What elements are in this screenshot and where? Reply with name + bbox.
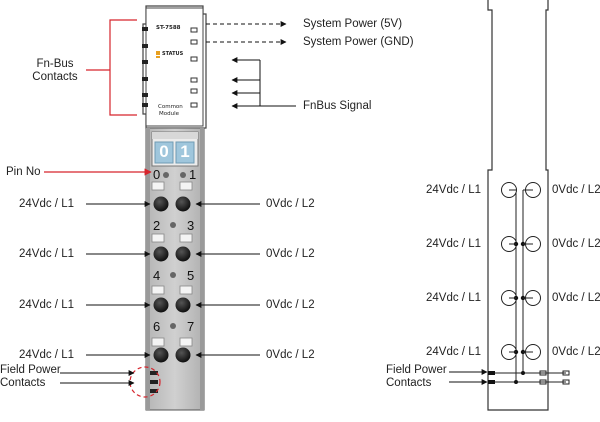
led-0: 0 bbox=[159, 142, 169, 161]
schematic-right-label: 0Vdc / L2 bbox=[552, 292, 600, 304]
common-module-label-2: Module bbox=[159, 111, 179, 117]
schematic-right-label: 0Vdc / L2 bbox=[552, 238, 600, 250]
schematic-field-power-arrows bbox=[449, 369, 488, 385]
system-power-5v-label: System Power (5V) bbox=[303, 18, 403, 30]
right-power-label: 0Vdc / L2 bbox=[266, 349, 315, 361]
right-power-label: 0Vdc / L2 bbox=[266, 198, 315, 210]
right-power-label: 0Vdc / L2 bbox=[266, 248, 315, 260]
system-power-gnd-label: System Power (GND) bbox=[303, 36, 414, 48]
left-power-label: 24Vdc / L1 bbox=[19, 198, 74, 210]
field-power-contacts-label: Field Power Contacts bbox=[0, 364, 61, 389]
fnbus-contacts-label: Fn-Bus Contacts bbox=[32, 58, 78, 83]
right-power-label: 0Vdc / L2 bbox=[266, 299, 315, 311]
pin-number: 5 bbox=[187, 268, 195, 283]
pin-number: 0 bbox=[153, 167, 161, 182]
module-model-label: ST-7588 bbox=[156, 25, 181, 31]
schematic-right-label: 0Vdc / L2 bbox=[552, 346, 600, 358]
terminal-group-1 bbox=[151, 172, 193, 212]
terminal-group-3 bbox=[151, 272, 193, 313]
schematic-left-label: 24Vdc / L1 bbox=[426, 346, 481, 358]
io-module bbox=[142, 5, 207, 411]
schematic-right-label: 0Vdc / L2 bbox=[552, 184, 600, 196]
fnbus-signal-arrows bbox=[231, 57, 296, 109]
field-power-arrows bbox=[60, 370, 135, 386]
pin-number: 7 bbox=[187, 319, 195, 334]
pin-no-label: Pin No bbox=[6, 166, 41, 178]
schematic-wiring bbox=[488, 182, 570, 385]
led-1: 1 bbox=[180, 142, 190, 161]
pin-number: 6 bbox=[153, 319, 161, 334]
schematic-outline bbox=[487, 0, 549, 411]
schematic-left-label: 24Vdc / L1 bbox=[426, 238, 481, 250]
left-power-label: 24Vdc / L1 bbox=[19, 349, 74, 361]
left-power-arrows bbox=[86, 201, 151, 358]
pin-number: 1 bbox=[189, 167, 197, 182]
pin-number: 4 bbox=[153, 268, 161, 283]
terminal-group-2 bbox=[151, 222, 193, 262]
pin-number: 2 bbox=[153, 218, 161, 233]
right-power-arrows bbox=[195, 201, 260, 358]
schematic-left-label: 24Vdc / L1 bbox=[426, 184, 481, 196]
fnbus-contacts-callout bbox=[86, 19, 137, 116]
fnbus-signal-label: FnBus Signal bbox=[303, 100, 372, 112]
pin-number: 3 bbox=[187, 218, 195, 233]
left-power-label: 24Vdc / L1 bbox=[19, 299, 74, 311]
left-power-label: 24Vdc / L1 bbox=[19, 248, 74, 260]
schematic-left-label: 24Vdc / L1 bbox=[426, 292, 481, 304]
terminal-group-4 bbox=[151, 323, 193, 363]
field-power-callout-circle bbox=[129, 366, 161, 398]
schematic-field-power-label: Field Power Contacts bbox=[386, 364, 447, 389]
common-module-label-1: Common bbox=[158, 104, 183, 110]
status-label: STATUS bbox=[162, 51, 184, 57]
